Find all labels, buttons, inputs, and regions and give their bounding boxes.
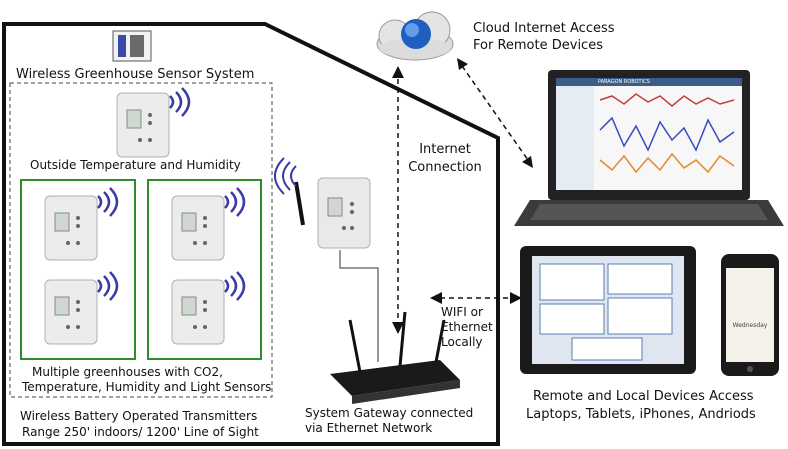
greenhouse-box-2 [147, 179, 262, 360]
sensor-transmitter-gh1-bottom [44, 279, 98, 345]
ethernet-cable [339, 250, 379, 362]
greenhouse-box-1 [20, 179, 136, 360]
internet-connection-arrow [392, 66, 404, 334]
internet-connection-line1: Internet [419, 142, 471, 157]
devices-label-line1: Remote and Local Devices Access [533, 389, 754, 404]
sensor-transmitter-gh2-top [171, 195, 225, 261]
transmitters-label-line2: Range 250' indoors/ 1200' Line of Sight [22, 425, 259, 439]
greenhouses-label-line1: Multiple greenhouses with CO2, [32, 365, 223, 379]
system-title: Wireless Greenhouse Sensor System [16, 67, 255, 82]
sensor-transmitter-gh2-bottom [171, 279, 225, 345]
greenhouses-label-line2: Temperature, Humidity and Light Sensors [22, 380, 272, 394]
phone-day: Wednesday [732, 322, 768, 329]
phone-icon [721, 254, 779, 376]
sensor-transmitter-outside [116, 92, 170, 158]
wifi-label-line3: Locally [441, 335, 483, 349]
sensor-area-dashed-box [9, 82, 273, 398]
wifi-waves-icon [97, 87, 246, 301]
cloud-label-line2: For Remote Devices [473, 38, 603, 53]
gateway-label-line2: via Ethernet Network [305, 421, 433, 435]
sensor-transmitter-gh1-top [44, 195, 98, 261]
internet-connection-line2: Connection [408, 160, 482, 175]
wifi-label-line1: WIFI or [441, 305, 483, 319]
wifi-label-line2: Ethernet [441, 320, 493, 334]
gateway-label-line1: System Gateway connected [305, 406, 474, 420]
tablet-icon [520, 246, 696, 374]
cloud-laptop-arrow [457, 58, 533, 168]
outside-sensor-label: Outside Temperature and Humidity [30, 158, 241, 172]
devices-label-line2: Laptops, Tablets, iPhones, Andriods [526, 407, 756, 422]
wifi-ethernet-arrow [430, 292, 522, 304]
main-panel-outline [2, 22, 500, 446]
laptop-icon [514, 70, 784, 226]
gateway-transmitter-icon [274, 157, 371, 249]
router-icon [330, 311, 460, 404]
cloud-label-line1: Cloud Internet Access [473, 21, 615, 36]
laptop-brand: PARAGON ROBOTICS [598, 79, 650, 85]
transmitters-label-line1: Wireless Battery Operated Transmitters [20, 409, 258, 423]
cloud-icon [376, 11, 454, 61]
logo-icon [112, 30, 152, 62]
